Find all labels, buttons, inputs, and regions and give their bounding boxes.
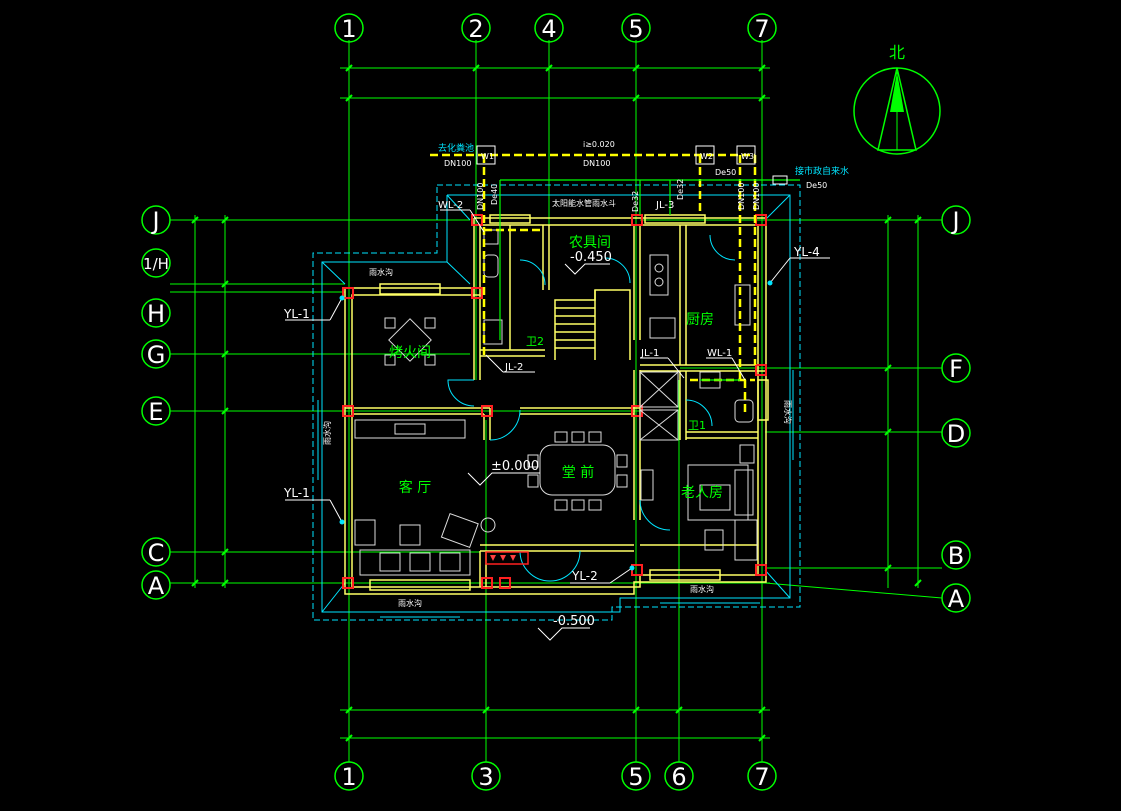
axis-label-bottom-4: 6	[671, 763, 686, 791]
note-septic: 去化粪池	[438, 142, 474, 154]
axis-label-right-1: J	[950, 207, 959, 235]
room-kitchen: 厨房	[686, 312, 714, 328]
axis-bubbles-right	[941, 205, 971, 613]
axis-label-top-1: 1	[341, 15, 356, 43]
axis-label-bottom-5: 7	[754, 763, 769, 791]
axis-label-top-3: 4	[541, 15, 556, 43]
tag-yl1-upper: YL-1	[283, 307, 310, 321]
level-storage: -0.450	[570, 250, 612, 265]
tag-jl1: JL-1	[640, 348, 659, 359]
note-slope: i≥0.020	[583, 140, 615, 149]
note-dn100-v3: DN100	[752, 183, 761, 210]
axis-label-bottom-3: 5	[628, 763, 643, 791]
gutter-arrows	[317, 370, 794, 618]
inspection-wells	[476, 145, 788, 185]
north-label: 北	[889, 43, 905, 62]
well-w2: W2	[700, 152, 713, 161]
water-lines	[499, 179, 800, 381]
axis-label-top-5: 7	[754, 15, 769, 43]
axis-label-left-1: J	[150, 207, 159, 235]
axis-label-right-4: B	[948, 542, 964, 570]
axis-label-left-2: 1/H	[143, 255, 169, 273]
room-living: 客 厅	[399, 479, 431, 496]
note-de50-a: De50	[715, 168, 736, 177]
note-rain-bottom-a: 雨水沟	[398, 598, 422, 608]
note-rain-right: 雨水沟	[783, 400, 793, 424]
note-dn100-v1: DN100	[476, 183, 485, 210]
note-de40: De40	[490, 184, 499, 205]
room-fire-room: 烤火间	[389, 345, 431, 361]
note-dn100-b: DN100	[583, 159, 610, 168]
room-elder: 老人房	[681, 485, 723, 501]
axis-label-left-4: G	[147, 341, 166, 369]
note-rain-left: 雨水沟	[322, 421, 332, 445]
note-de50-b: De50	[806, 181, 827, 190]
level-hall: ±0.000	[491, 459, 539, 474]
columns	[342, 214, 767, 589]
axis-bubbles-left	[141, 205, 171, 600]
room-bath1: 卫1	[688, 419, 706, 432]
tag-leaders	[285, 209, 830, 584]
axis-bubbles-top	[334, 13, 777, 43]
note-municipal: 接市政自来水	[795, 165, 849, 177]
note-dn100-v2: DN100	[737, 183, 746, 210]
note-de32-a: De32	[631, 191, 640, 212]
furniture	[354, 229, 758, 576]
note-de32-b: De32	[676, 179, 685, 200]
room-hall: 堂 前	[562, 464, 594, 481]
north-arrow	[853, 67, 941, 155]
site-boundary	[312, 184, 801, 621]
tag-wl1: WL-1	[707, 348, 732, 359]
tag-wl2: WL-2	[438, 200, 463, 211]
tag-yl1-lower: YL-1	[283, 486, 310, 500]
tag-yl2: YL-2	[571, 569, 598, 583]
tag-jl2: JL-2	[504, 362, 523, 373]
axis-label-left-6: C	[148, 539, 165, 567]
axis-label-top-4: 5	[628, 15, 643, 43]
fireplace	[485, 551, 529, 565]
well-w3: W3	[741, 152, 754, 161]
axis-bubbles-bottom	[334, 761, 777, 791]
note-dn100-a: DN100	[444, 159, 471, 168]
axis-label-right-5: A	[948, 585, 965, 613]
axis-label-left-3: H	[147, 300, 165, 328]
roof-outline	[321, 194, 791, 613]
note-solar: 太阳能水管雨水斗	[552, 198, 616, 208]
axis-label-right-3: D	[947, 420, 965, 448]
well-w1: W1	[481, 152, 494, 161]
axis-label-left-7: A	[148, 572, 165, 600]
note-rain-bottom-b: 雨水沟	[690, 584, 714, 594]
dimension-ticks	[191, 64, 922, 742]
room-storage: 农具间	[569, 235, 611, 251]
axis-grid	[170, 40, 943, 762]
note-rain-top: 雨水沟	[369, 267, 393, 277]
axis-label-bottom-2: 3	[478, 763, 493, 791]
level-outside: -0.500	[553, 614, 595, 629]
room-bath2: 卫2	[526, 335, 544, 348]
axis-label-left-5: E	[148, 398, 163, 426]
axis-label-right-2: F	[949, 355, 963, 383]
level-symbols	[467, 263, 610, 641]
riser-points	[339, 280, 773, 571]
tag-yl4: YL-4	[793, 245, 820, 259]
walls	[344, 214, 769, 595]
doors	[447, 234, 736, 582]
pipes	[430, 153, 757, 415]
axis-label-bottom-1: 1	[341, 763, 356, 791]
tag-jl3: JL-3	[655, 200, 674, 211]
axis-label-top-2: 2	[468, 15, 483, 43]
